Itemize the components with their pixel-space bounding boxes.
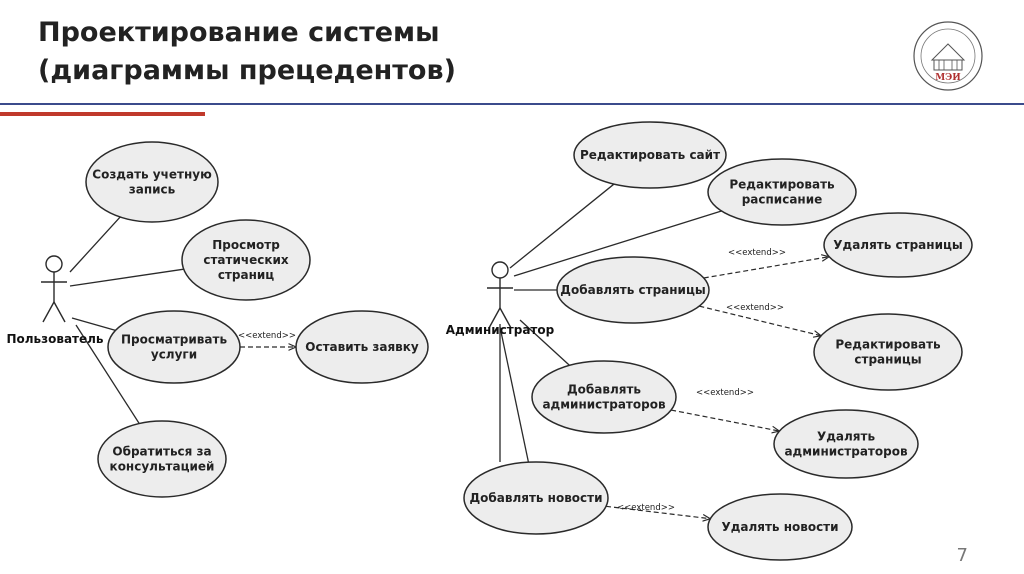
use-case-label: Обратиться за <box>112 445 211 459</box>
university-logo: МЭИ <box>913 21 983 91</box>
use-case-label: Просмотр <box>212 238 280 252</box>
use-case-label: администраторов <box>542 398 665 412</box>
association-admin-edit-schedule <box>513 210 722 277</box>
extend-add-admins-delete-admins <box>671 409 779 431</box>
association-admin-edit-site <box>509 183 615 269</box>
actor-admin <box>487 261 513 329</box>
logo-text: МЭИ <box>935 73 961 83</box>
association-user-view-services <box>71 317 116 331</box>
use-case-label: страницы <box>854 353 921 367</box>
use-case-label: Удалять <box>817 430 875 444</box>
extend-label: <<extend>> <box>617 503 675 513</box>
association-user-view-static <box>69 268 184 287</box>
use-case-label: запись <box>129 183 176 197</box>
use-case-label: Оставить заявку <box>305 340 419 354</box>
page-number: 7 <box>956 545 968 566</box>
title-line-2: (диаграммы прецедентов) <box>38 55 456 86</box>
association-user-create-account <box>69 216 121 273</box>
use-case-label: услуги <box>151 348 197 362</box>
use-case-label: Удалять страницы <box>833 238 962 252</box>
use-case-label: Добавлять <box>567 383 641 397</box>
use-case-delete-pages: Удалять страницы <box>823 212 973 278</box>
use-case-label: расписание <box>742 193 823 207</box>
use-case-label: Удалять новости <box>721 520 838 534</box>
use-case-label: Добавлять новости <box>469 491 602 505</box>
extend-label: <<extend>> <box>726 303 784 313</box>
extend-add-pages-delete-pages <box>703 257 829 279</box>
header-divider <box>0 103 1024 105</box>
use-case-label: Просматривать <box>121 333 227 347</box>
use-case-label: Редактировать <box>729 178 835 192</box>
use-case-label: Создать учетную <box>92 168 212 182</box>
use-case-label: администраторов <box>784 445 907 459</box>
actor-label-user: Пользователь <box>6 332 103 346</box>
actor-label-admin: Администратор <box>446 323 555 337</box>
use-case-label: Редактировать сайт <box>580 148 720 162</box>
use-case-edit-site: Редактировать сайт <box>573 121 727 189</box>
association-admin-add-admins <box>519 319 570 366</box>
actor-user <box>41 255 67 323</box>
use-case-label: Добавлять страницы <box>560 283 705 297</box>
use-case-label: Редактировать <box>835 338 941 352</box>
use-case-label: консультацией <box>110 460 215 474</box>
use-case-label: страниц <box>218 268 274 282</box>
use-case-label: статических <box>203 253 289 267</box>
extend-label: <<extend>> <box>696 388 754 398</box>
extend-add-news-delete-news <box>605 505 710 518</box>
extend-label: <<extend>> <box>238 331 296 341</box>
association-user-consultation <box>75 324 140 424</box>
slide-title: Проектирование системы (диаграммы прецед… <box>38 14 456 90</box>
use-case-add-pages: Добавлять страницы <box>556 256 710 324</box>
extend-add-pages-edit-pages <box>699 305 821 336</box>
association-admin-add-news <box>499 326 530 463</box>
extend-label: <<extend>> <box>728 248 786 258</box>
use-case-leave-request: Оставить заявку <box>295 310 429 384</box>
use-case-add-news: Добавлять новости <box>463 461 609 535</box>
use-case-delete-news: Удалять новости <box>707 493 853 561</box>
title-line-1: Проектирование системы <box>38 17 440 48</box>
accent-bar <box>0 112 205 116</box>
